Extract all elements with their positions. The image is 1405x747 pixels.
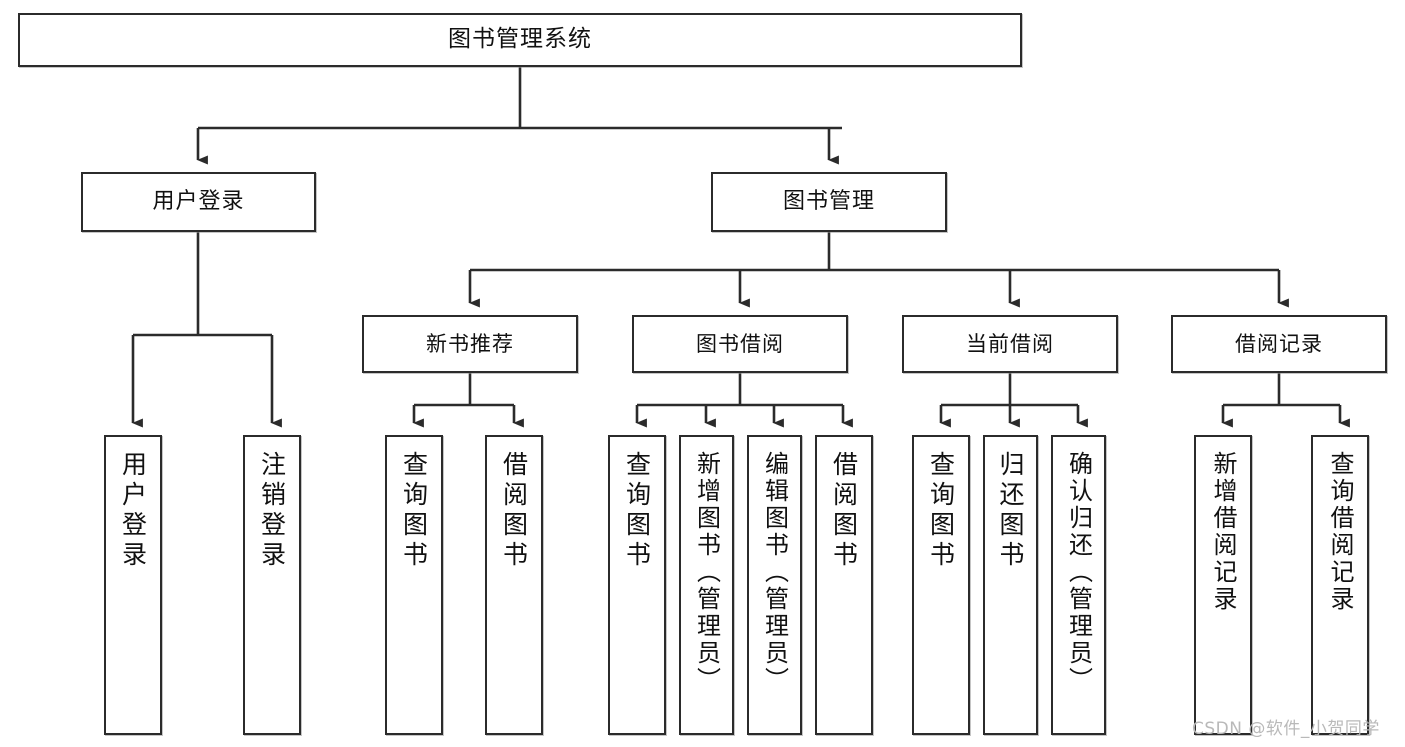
node-root-system[interactable]: 图书管理系统 bbox=[18, 13, 1022, 67]
node-label: 借阅图书 bbox=[499, 451, 529, 571]
node-leaf-edit-book[interactable]: 编辑图书（管理员） bbox=[747, 435, 802, 735]
node-label: 新书推荐 bbox=[426, 331, 514, 356]
node-label: 查询图书 bbox=[926, 451, 956, 571]
watermark-text: CSDN @软件_小贺同学 bbox=[1192, 719, 1380, 739]
node-new-book-recommend[interactable]: 新书推荐 bbox=[362, 315, 578, 373]
node-label: 注销登录 bbox=[257, 451, 287, 571]
node-label: 用户登录 bbox=[118, 451, 148, 571]
node-book-borrow[interactable]: 图书借阅 bbox=[632, 315, 848, 373]
node-label: 编辑图书（管理员） bbox=[760, 451, 789, 694]
node-label: 当前借阅 bbox=[966, 331, 1054, 356]
node-leaf-logout[interactable]: 注销登录 bbox=[243, 435, 301, 735]
node-label: 借阅记录 bbox=[1235, 331, 1323, 356]
node-leaf-return-book[interactable]: 归还图书 bbox=[983, 435, 1038, 735]
node-book-management[interactable]: 图书管理 bbox=[711, 172, 947, 232]
node-label: 新增图书（管理员） bbox=[692, 451, 721, 694]
node-label: 借阅图书 bbox=[829, 451, 859, 571]
node-label: 归还图书 bbox=[996, 451, 1025, 571]
node-leaf-query-borrow-record[interactable]: 查询借阅记录 bbox=[1311, 435, 1369, 735]
node-label: 图书管理 bbox=[782, 189, 875, 215]
node-leaf-query-book-recommend[interactable]: 查询图书 bbox=[385, 435, 443, 735]
node-leaf-add-borrow-record[interactable]: 新增借阅记录 bbox=[1194, 435, 1252, 735]
node-label: 查询图书 bbox=[399, 451, 429, 571]
node-leaf-add-book[interactable]: 新增图书（管理员） bbox=[679, 435, 734, 735]
node-leaf-borrow-book[interactable]: 借阅图书 bbox=[815, 435, 873, 735]
node-leaf-query-book-borrow[interactable]: 查询图书 bbox=[608, 435, 666, 735]
node-user-login[interactable]: 用户登录 bbox=[81, 172, 316, 232]
node-borrow-record[interactable]: 借阅记录 bbox=[1171, 315, 1387, 373]
node-label: 图书管理系统 bbox=[448, 26, 592, 53]
node-label: 图书借阅 bbox=[696, 331, 784, 356]
node-leaf-user-login[interactable]: 用户登录 bbox=[104, 435, 162, 735]
node-label: 用户登录 bbox=[152, 189, 245, 215]
node-label: 查询图书 bbox=[622, 451, 652, 571]
node-label: 查询借阅记录 bbox=[1326, 451, 1354, 613]
node-current-borrow[interactable]: 当前借阅 bbox=[902, 315, 1118, 373]
node-leaf-confirm-return[interactable]: 确认归还（管理员） bbox=[1051, 435, 1106, 735]
node-label: 确认归还（管理员） bbox=[1064, 451, 1093, 694]
node-label: 新增借阅记录 bbox=[1209, 451, 1237, 613]
node-leaf-query-book-current[interactable]: 查询图书 bbox=[912, 435, 970, 735]
node-leaf-borrow-book-recommend[interactable]: 借阅图书 bbox=[485, 435, 543, 735]
